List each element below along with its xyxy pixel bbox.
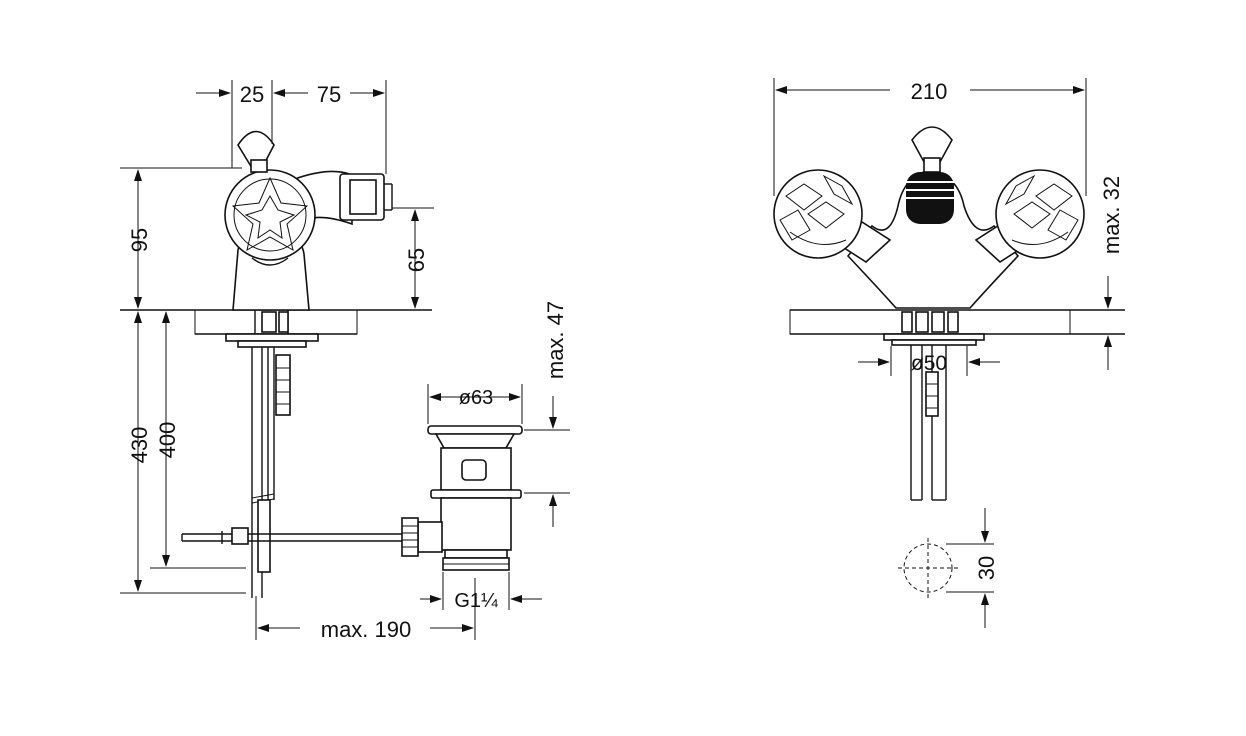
dim-side-95: [120, 167, 242, 309]
dim-waste-diameter: [427, 384, 523, 424]
dim-g114-label: G1¼: [454, 590, 498, 612]
dim-65-label: 65: [404, 248, 429, 272]
dim-front-width: [773, 78, 1087, 196]
side-view: 25 75 95 65 430 400 ø63: [120, 80, 570, 642]
dim-o50-label: ø50: [911, 352, 947, 375]
side-waste-valve: [401, 425, 523, 571]
front-faucet-body: [773, 126, 1085, 309]
dim-side-below: [120, 311, 246, 594]
dim-side-65: [392, 207, 434, 309]
side-mounting: [181, 310, 430, 598]
dim-lever-reach: [255, 578, 476, 640]
dim-25-label: 25: [240, 82, 264, 107]
dim-210-label: 210: [911, 79, 948, 104]
dim-max47-label: max. 47: [543, 301, 568, 379]
dim-hole-diameter: [858, 346, 1000, 376]
front-mounting: [883, 311, 985, 501]
mounting-hole: [898, 508, 994, 628]
dim-waste-adjust: [524, 396, 570, 527]
dim-o63-label: ø63: [459, 387, 493, 409]
dim-max32-label: max. 32: [1099, 176, 1124, 254]
dim-30-label: 30: [974, 556, 999, 580]
dim-400-label: 400: [155, 422, 180, 459]
side-faucet-body: [224, 130, 393, 311]
dim-side-top: [196, 80, 387, 174]
dim-max190-label: max. 190: [321, 617, 412, 642]
dim-95-label: 95: [127, 228, 152, 252]
dim-waste-thread: [420, 572, 542, 610]
dim-430-label: 430: [127, 427, 152, 464]
front-view: 210 max. 32 ø50 30: [773, 78, 1125, 628]
dim-75-label: 75: [317, 82, 341, 107]
